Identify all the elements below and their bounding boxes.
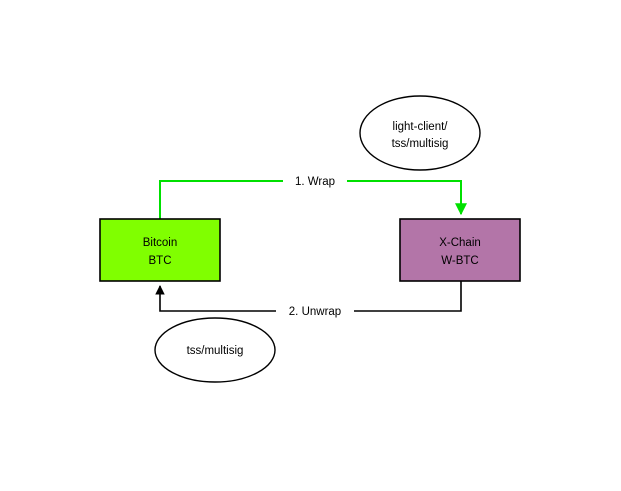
- bitcoin-box[interactable]: [99, 218, 221, 282]
- edge-wrap-label: 1. Wrap: [295, 176, 335, 188]
- tss-multisig-ellipse[interactable]: [154, 317, 276, 383]
- node-tss-multisig[interactable]: tss/multisig: [154, 317, 276, 383]
- edge-wrap: 1. Wrap: [159, 173, 467, 219]
- xchain-box[interactable]: [399, 218, 521, 282]
- edge-unwrap-label: 2. Unwrap: [289, 306, 341, 318]
- xchain-label-line2: W-BTC: [441, 255, 478, 267]
- node-light-client[interactable]: light-client/ tss/multisig: [359, 95, 481, 171]
- node-bitcoin[interactable]: Bitcoin BTC: [99, 218, 221, 282]
- bitcoin-label-line2: BTC: [149, 255, 172, 267]
- tss-multisig-label: tss/multisig: [187, 345, 244, 357]
- node-xchain[interactable]: X-Chain W-BTC: [399, 218, 521, 282]
- light-client-ellipse[interactable]: [359, 95, 481, 171]
- light-client-label-line2: tss/multisig: [392, 138, 449, 150]
- edge-unwrap-label-bg: [276, 303, 354, 319]
- bitcoin-label-line1: Bitcoin: [143, 237, 178, 249]
- edge-unwrap: 2. Unwrap: [155, 281, 462, 319]
- light-client-label-line1: light-client/: [393, 121, 449, 133]
- edge-wrap-label-bg: [283, 173, 347, 189]
- xchain-label-line1: X-Chain: [439, 237, 481, 249]
